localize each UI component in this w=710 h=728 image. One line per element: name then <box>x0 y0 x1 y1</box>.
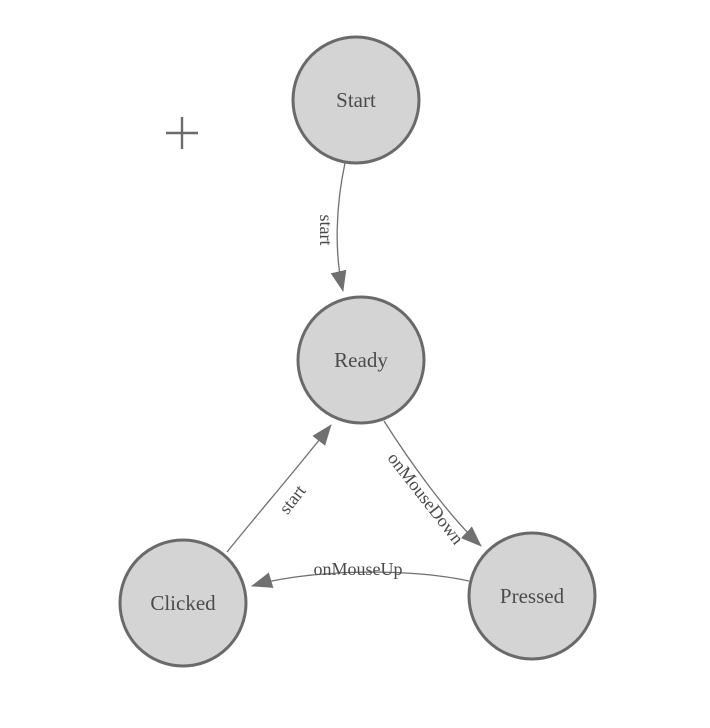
node-start-circle[interactable] <box>291 35 421 165</box>
node-clicked-label: Clicked <box>150 591 216 615</box>
edge-clicked-to-ready[interactable]: start <box>226 424 332 553</box>
edge-clicked-to-ready-path[interactable] <box>226 424 332 553</box>
edge-ready-to-pressed[interactable]: onMouseDown <box>383 420 482 548</box>
node-ready[interactable]: Ready <box>296 295 426 425</box>
edge-start-to-ready-path[interactable] <box>330 162 347 292</box>
node-ready-circle[interactable] <box>296 295 426 425</box>
edge-pressed-to-clicked-path[interactable] <box>251 571 470 588</box>
nodes-layer: Start Ready Clicked Pressed <box>118 35 597 668</box>
node-start[interactable]: Start <box>291 35 421 165</box>
origin-crosshair-icon <box>166 117 198 149</box>
node-start-label: Start <box>336 88 376 112</box>
edge-pressed-to-clicked[interactable]: onMouseUp <box>251 559 470 588</box>
edge-ready-to-pressed-path[interactable] <box>383 420 482 547</box>
edge-start-to-ready-label: start <box>316 215 336 246</box>
node-ready-label: Ready <box>334 348 388 372</box>
node-pressed-circle[interactable] <box>467 531 597 661</box>
edge-ready-to-pressed-label: onMouseDown <box>384 448 468 548</box>
node-clicked[interactable]: Clicked <box>118 538 248 668</box>
node-pressed-label: Pressed <box>500 584 565 608</box>
edge-clicked-to-ready-label: start <box>275 481 310 518</box>
node-pressed[interactable]: Pressed <box>467 531 597 661</box>
node-clicked-circle[interactable] <box>118 538 248 668</box>
edge-pressed-to-clicked-label: onMouseUp <box>314 559 403 579</box>
edge-start-to-ready[interactable]: start <box>316 162 347 292</box>
